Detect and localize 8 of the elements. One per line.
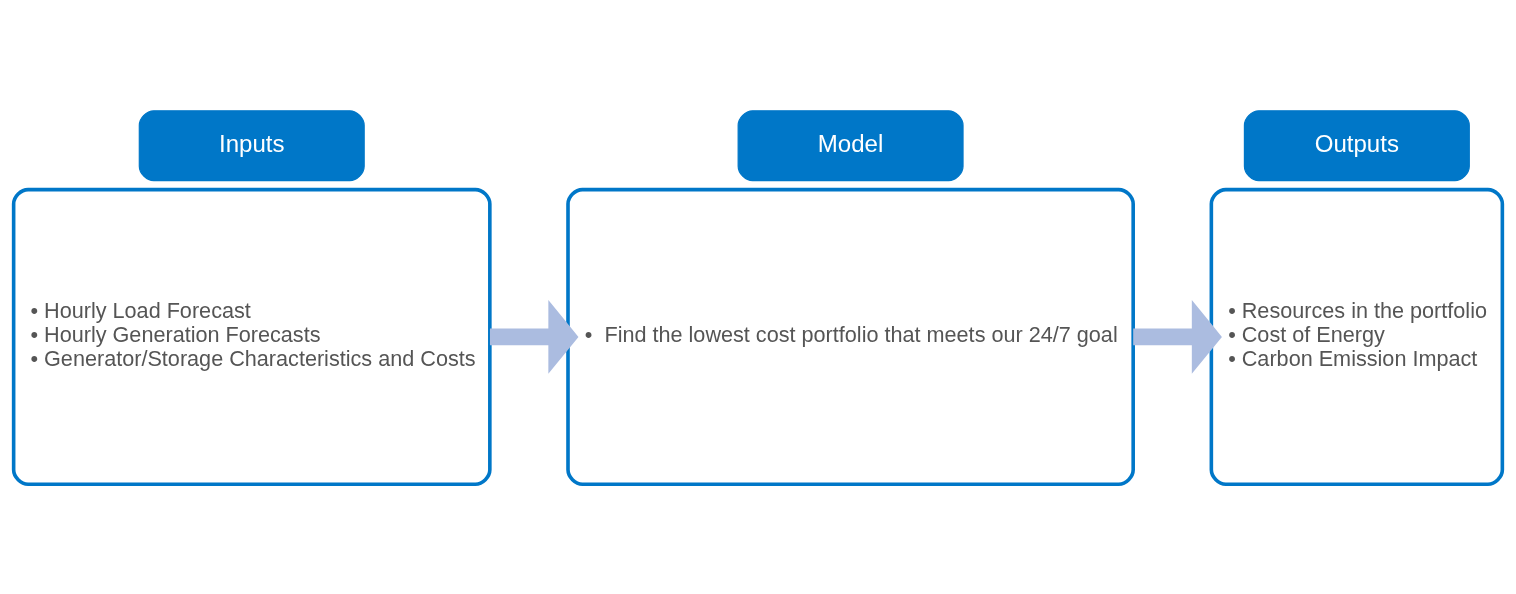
node-box: Inputs: [138, 109, 365, 181]
node-box: • Resources in the portfolio • Cost of Energy • Carbon Emission Impact: [1209, 187, 1505, 486]
node-box: • Find the lowest cost portfolio that meets our 24/7 goal: [566, 187, 1135, 486]
arrow: [489, 299, 579, 374]
node-box: Model: [737, 109, 964, 181]
node-box: • Hourly Load Forecast • Hourly Generation Forecasts • Generator/Storage Characteristics and Costs: [11, 187, 492, 486]
node-box: Outputs: [1243, 109, 1470, 181]
arrow: [1133, 299, 1222, 374]
